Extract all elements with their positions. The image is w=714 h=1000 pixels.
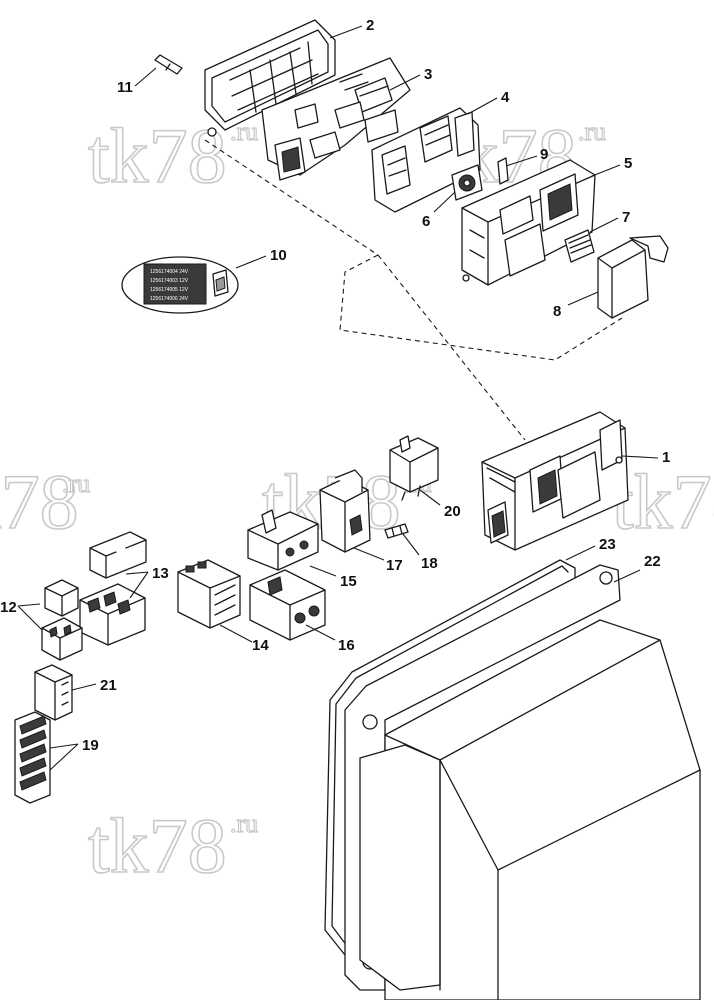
callout-9: 9 (540, 146, 548, 163)
part-19-terminal-strip (14, 711, 51, 804)
callout-13: 13 (152, 565, 169, 582)
watermark-3-suffix: .ru (62, 469, 90, 498)
callout-11: 11 (117, 79, 133, 96)
callout-6: 6 (422, 213, 430, 230)
callout-12: 12 (0, 599, 17, 616)
part-22-enclosure (344, 564, 701, 1000)
part-8-cover (597, 235, 669, 319)
part-5-housing (461, 159, 596, 286)
watermark-5: tk78 (612, 458, 714, 545)
dashed-line-cover (204, 139, 379, 256)
callout-18: 18 (421, 555, 438, 572)
callouts: 2 3 4 5 9 6 7 8 10 11 1 20 18 17 15 16 1… (0, 17, 670, 754)
watermark-2-suffix: .ru (578, 117, 606, 146)
label-row-3: 1256174005 12V (150, 287, 189, 293)
part-23-gasket (324, 559, 576, 956)
callout-10: 10 (270, 247, 287, 264)
part-9-connector (497, 157, 509, 185)
part-15-terminal-block (247, 509, 319, 571)
callout-20: 20 (444, 503, 461, 520)
part-10-label-card: 1256174004 24V 1256174003 12V 1256174005… (121, 256, 239, 314)
callout-19: 19 (82, 737, 99, 754)
part-14-contactor (177, 559, 241, 629)
part-1-module (481, 411, 629, 551)
watermark-6: tk78 (88, 802, 227, 889)
dashed-line-to-assembly (377, 254, 526, 441)
callout-22: 22 (644, 553, 661, 570)
watermark-1: tk78 (88, 112, 227, 199)
label-row-1: 1256174004 24V (150, 269, 189, 275)
part-20-component (389, 435, 439, 501)
part-4-board (371, 107, 481, 213)
part-7-filter (564, 229, 595, 263)
part-21-housing (34, 664, 73, 721)
callout-5: 5 (624, 155, 632, 172)
callout-4: 4 (501, 89, 510, 106)
label-row-4: 1256174006 24V (150, 296, 189, 302)
part-17-breaker (319, 469, 371, 553)
callout-7: 7 (622, 209, 630, 226)
callout-15: 15 (340, 573, 357, 590)
part-6-fan (451, 164, 483, 201)
callout-16: 16 (338, 637, 355, 654)
part-11-pin (154, 54, 183, 75)
callout-2: 2 (366, 17, 374, 34)
callout-17: 17 (386, 557, 403, 574)
callout-21: 21 (100, 677, 117, 694)
watermark-6-suffix: .ru (230, 809, 258, 838)
callout-23: 23 (599, 536, 616, 553)
part-16-switch (249, 569, 326, 641)
callout-3: 3 (424, 66, 432, 83)
label-row-2: 1256174003 12V (150, 278, 189, 284)
callout-1: 1 (662, 449, 670, 466)
part-3-board (261, 57, 411, 181)
part-12-relay (41, 579, 83, 661)
callout-14: 14 (252, 637, 269, 654)
assembly-dashed-lines (204, 139, 623, 441)
part-2-cover (204, 19, 336, 137)
part-18-fuse (384, 523, 409, 539)
leader-lines (17, 25, 659, 771)
callout-8: 8 (553, 303, 561, 320)
watermark-3: tk78 (0, 458, 79, 545)
